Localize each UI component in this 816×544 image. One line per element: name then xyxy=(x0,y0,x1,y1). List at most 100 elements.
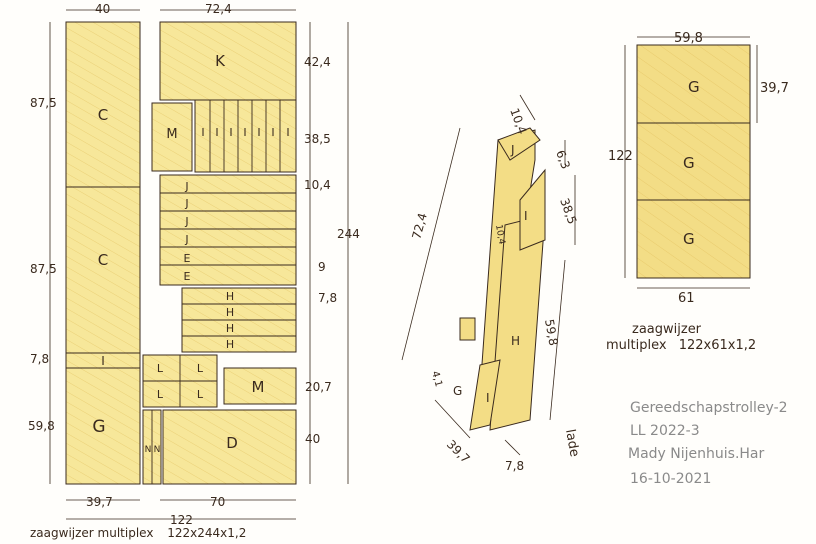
board2-dim-right: 39,7 xyxy=(760,81,789,96)
label-j-4: J xyxy=(184,233,188,246)
dim-height: 244 xyxy=(337,227,360,241)
drawer-dim-length: 72,4 xyxy=(409,211,429,240)
dim-right-e: 9 xyxy=(318,260,326,274)
dim-left-g: 59,8 xyxy=(28,419,55,433)
label-i-small-7: I xyxy=(286,126,289,139)
panel-k xyxy=(159,21,297,101)
label-m-large: M xyxy=(252,378,265,396)
label-h-2: H xyxy=(226,306,234,319)
board1-size: 122x244x1,2 xyxy=(167,526,247,540)
drawer-side-i2 xyxy=(469,359,501,431)
board2-size: 122x61x1,2 xyxy=(678,338,757,353)
label-c-top: C xyxy=(98,106,108,124)
board2-panel-g1 xyxy=(636,44,751,124)
label-i-small-6: I xyxy=(271,126,274,139)
board2-caption-text2: multiplex xyxy=(606,338,667,353)
panel-i-group xyxy=(194,99,297,173)
dim-right-j: 10,4 xyxy=(304,178,331,192)
dim-right-m: 20,7 xyxy=(305,380,332,394)
drawer-part-j: J xyxy=(510,143,515,157)
label-l-1: L xyxy=(157,362,164,375)
label-g: G xyxy=(92,417,105,437)
label-l-3: L xyxy=(157,388,164,401)
dim-right-k: 42,4 xyxy=(304,55,331,69)
label-h-4: H xyxy=(226,338,234,351)
drawer-dim-d4: 10,4 xyxy=(493,224,506,246)
board1-caption-text: zaagwijzer multiplex xyxy=(30,526,154,540)
dim-right-h: 7,8 xyxy=(318,291,337,305)
board1-caption: zaagwijzer multiplex 122x244x1,2 xyxy=(30,526,246,540)
label-l-2: L xyxy=(197,362,204,375)
signature-line3: Mady Nijenhuis.Har xyxy=(628,446,765,462)
board2-caption-text: zaagwijzer xyxy=(632,322,702,337)
board2-dim-lines xyxy=(624,36,758,289)
label-e-2: E xyxy=(184,270,191,283)
label-l-4: L xyxy=(197,388,204,401)
board2-dim-left: 122 xyxy=(608,149,633,164)
drawer-part-g: G xyxy=(453,384,462,398)
board1-divisions xyxy=(143,100,296,484)
drawer-dim-d3: 59,8 xyxy=(542,318,560,347)
drawer-front-j xyxy=(497,127,541,161)
panel-j-group xyxy=(159,174,297,286)
board2-caption-line2: multiplex 122x61x1,2 xyxy=(606,338,756,353)
label-e-1: E xyxy=(184,252,191,265)
dim-right-i: 38,5 xyxy=(304,132,331,146)
board2-part-g1: G xyxy=(688,78,700,96)
drawer-dim-d7: 7,8 xyxy=(505,459,524,473)
board1-dimension-labels: 40 72,4 87,5 87,5 7,8 59,8 42,4 38,5 10,… xyxy=(28,2,360,527)
label-i-small-2: I xyxy=(215,126,218,139)
board2-caption: zaagwijzer xyxy=(632,322,701,337)
drawer-sketch xyxy=(459,127,546,431)
drawer-part-i2: I xyxy=(486,391,490,405)
label-j-2: J xyxy=(184,197,188,210)
dim-right-d: 40 xyxy=(305,432,320,446)
signature-line2: LL 2022-3 xyxy=(630,423,700,439)
drawer-labels: 72,4 10,4 6,3 38,5 59,8 10,4 4,1 39,7 7,… xyxy=(409,106,581,473)
label-j-1: J xyxy=(184,180,188,193)
label-i-small-5: I xyxy=(257,126,260,139)
label-h-1: H xyxy=(226,290,234,303)
panel-m-large xyxy=(223,367,297,405)
label-i-small-1: I xyxy=(201,126,204,139)
signature-line4: 16-10-2021 xyxy=(630,471,712,487)
drawer-dim-width: 10,4 xyxy=(507,106,529,136)
drawer-dim-lines xyxy=(401,94,576,456)
board2-labels: 59,8 122 39,7 61 G G G xyxy=(608,31,789,306)
dim-bottom-total: 122 xyxy=(170,513,193,527)
board2 xyxy=(636,44,751,279)
drawer-dim-d6: 39,7 xyxy=(444,437,473,466)
dim-bottom-left: 39,7 xyxy=(86,495,113,509)
dim-left-c2: 87,5 xyxy=(30,262,57,276)
dim-left-c1: 87,5 xyxy=(30,96,57,110)
panel-m-small xyxy=(151,102,193,172)
drawer-dim-d2: 38,5 xyxy=(557,196,579,226)
panel-d xyxy=(162,409,297,485)
dim-left-i: 7,8 xyxy=(30,352,49,366)
board2-dim-bottom: 61 xyxy=(678,291,695,306)
panel-c-bottom xyxy=(65,186,141,354)
board2-panel-g2 xyxy=(636,122,751,201)
label-i-small-3: I xyxy=(229,126,232,139)
dim-top-left: 40 xyxy=(95,2,110,16)
drawer-small-g xyxy=(459,317,476,341)
drawer-part-h: H xyxy=(511,334,520,348)
board2-part-g3: G xyxy=(683,230,695,248)
board1-dim-lines xyxy=(49,9,349,520)
label-n-1: N xyxy=(145,445,152,455)
drawer-dim-d5: 4,1 xyxy=(429,370,444,388)
label-j-3: J xyxy=(184,215,188,228)
board1-part-labels: C C I G K M I I I I I I I J J J J E E H … xyxy=(92,52,289,455)
label-k: K xyxy=(215,52,226,70)
label-h-3: H xyxy=(226,322,234,335)
drawer-label: lade xyxy=(562,428,582,458)
label-m-small: M xyxy=(166,127,177,142)
label-i-strip: I xyxy=(101,354,105,368)
board2-dim-top: 59,8 xyxy=(674,31,703,46)
label-d: D xyxy=(226,434,238,452)
label-i-small-4: I xyxy=(243,126,246,139)
signature-line1: Gereedschapstrolley-2 xyxy=(630,400,788,416)
panel-g xyxy=(65,367,141,485)
drawer-side-i xyxy=(519,168,546,251)
